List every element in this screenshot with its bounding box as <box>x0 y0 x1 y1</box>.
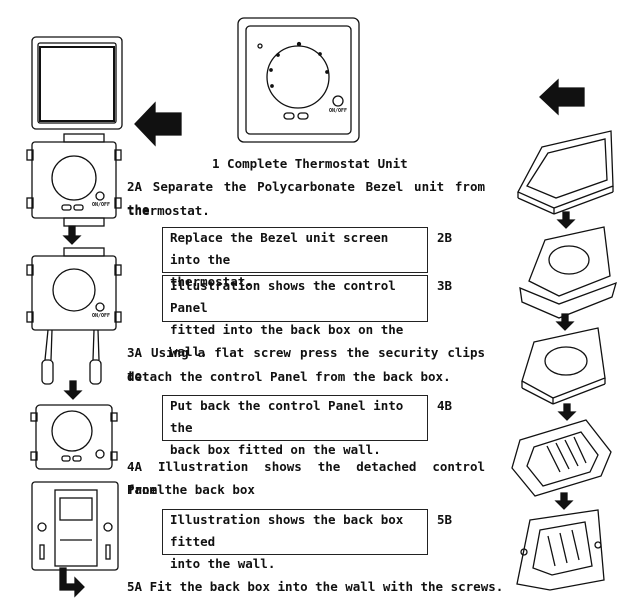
step-2b-box <box>162 227 428 273</box>
step-2b-line1: Replace the Bezel unit screen into the <box>170 230 389 267</box>
step-4b-line2: back box fitted on the wall. <box>170 442 381 457</box>
back-box-on-wall-illustration <box>516 509 605 591</box>
step-2b-tag: 2B <box>437 230 453 245</box>
arrow-down-icon <box>555 313 575 331</box>
page-title: 1 Complete Thermostat Unit <box>212 156 408 171</box>
step-4b-line1: Put back the control Panel into the <box>170 398 404 435</box>
step-4b-tag: 4B <box>437 398 453 413</box>
arrow-down-icon <box>556 211 576 229</box>
step-4b-box <box>162 395 428 441</box>
step-4b-text: Put back the control Panel into the back… <box>170 395 422 461</box>
detached-panel-illustration <box>30 404 118 470</box>
step-2a-line1: 2A Separate the Polycarbonate Bezel unit… <box>127 179 485 217</box>
bezel-illustration <box>31 36 123 130</box>
step-5b-box <box>162 509 428 555</box>
on-off-label: ON/OFF <box>329 108 348 114</box>
back-box-illustration <box>31 481 119 571</box>
control-panel-illustration <box>26 133 122 227</box>
step-4a-line2: from the back box <box>127 482 255 497</box>
step-2a-line2: thermostat. <box>127 203 210 218</box>
arrow-left-icon <box>134 101 182 147</box>
step-4a-line1: 4A Illustration shows the detached contr… <box>127 459 485 497</box>
back-box-perspective-illustration <box>511 419 612 497</box>
arrow-down-icon <box>554 492 574 510</box>
on-off-label: ON/OFF <box>92 202 111 208</box>
panel-perspective-illustration <box>519 226 617 319</box>
step-5b-text: Illustration shows the back box fitted i… <box>170 509 422 575</box>
step-3b-text: Illustration shows the control Panel fit… <box>170 275 422 363</box>
step-3a-line2: detach the control Panel from the back b… <box>127 369 451 384</box>
arrow-right-icon <box>59 567 85 598</box>
arrow-down-icon <box>557 403 577 421</box>
step-3b-line2: fitted into the back box on the wall. <box>170 322 404 359</box>
bezel-perspective-illustration <box>517 130 614 215</box>
step-5b-line2: into the wall. <box>170 556 276 571</box>
step-2b-line2: thermostat. <box>170 274 253 289</box>
step-3b-tag: 3B <box>437 278 453 293</box>
step-5b-line1: Illustration shows the back box fitted <box>170 512 404 549</box>
arrow-down-icon <box>62 225 82 245</box>
step-2b-text: Replace the Bezel unit screen into the t… <box>170 227 422 293</box>
step-3b-box <box>162 275 428 322</box>
on-off-label: ON/OFF <box>92 313 111 319</box>
arrow-down-icon <box>63 380 83 400</box>
step-3b-line1: Illustration shows the control Panel <box>170 278 396 315</box>
panel-on-wall-illustration <box>521 327 606 405</box>
step-5b-tag: 5B <box>437 512 453 527</box>
step-3a-line1: 3A Using a flat screw press the security… <box>127 345 485 383</box>
complete-thermostat-illustration <box>237 17 360 143</box>
step-5a-line1: 5A Fit the back box into the wall with t… <box>127 579 504 594</box>
panel-with-screwdrivers-illustration <box>26 247 122 385</box>
arrow-left-icon <box>539 78 585 116</box>
